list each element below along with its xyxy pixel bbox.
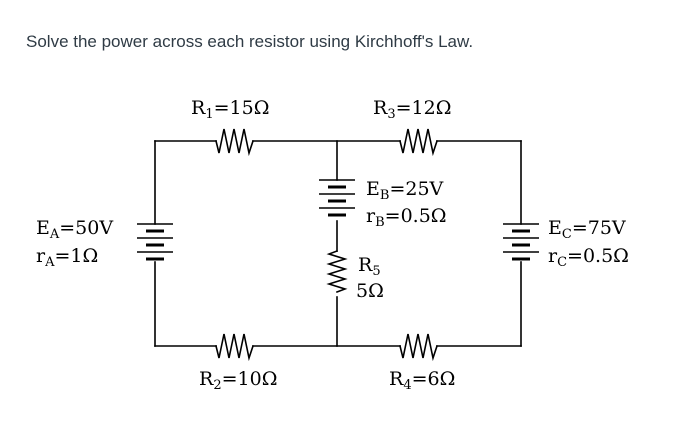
resistor-r5-symbol — [326, 249, 348, 294]
label-r1: R1=15Ω — [191, 97, 269, 122]
label-ec: EC=75V — [548, 217, 626, 242]
label-ra: rA=1Ω — [36, 245, 98, 270]
label-r5-name: R5 — [358, 254, 381, 279]
label-r2: R2=10Ω — [199, 368, 277, 393]
label-r3: R3=12Ω — [373, 97, 451, 122]
label-r4: R4=6Ω — [389, 368, 455, 393]
resistor-r3-symbol — [399, 128, 439, 157]
resistor-r1-symbol — [215, 128, 255, 157]
battery-ec-symbol — [503, 223, 539, 261]
label-rb: rB=0.5Ω — [366, 205, 447, 230]
label-r5-value: 5Ω — [356, 280, 384, 302]
battery-eb-symbol — [319, 179, 355, 217]
label-eb: EB=25V — [366, 178, 444, 203]
label-rc: rC=0.5Ω — [548, 245, 629, 270]
resistor-r4-symbol — [399, 333, 439, 362]
question-text: Solve the power across each resistor usi… — [26, 32, 474, 51]
label-ea: EA=50V — [36, 217, 113, 242]
resistor-r2-symbol — [215, 333, 255, 362]
battery-ea-symbol — [137, 223, 173, 261]
